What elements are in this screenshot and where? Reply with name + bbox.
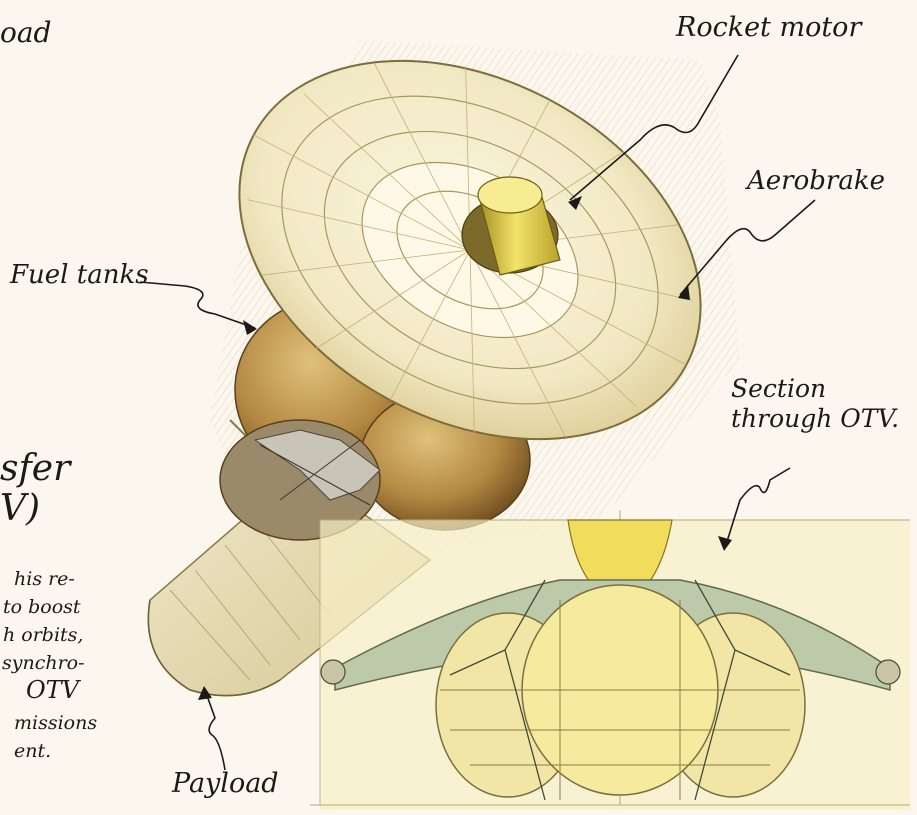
- cropped-heading-line2: V): [0, 490, 40, 528]
- fuel-tanks-label: Fuel tanks: [10, 262, 149, 289]
- section-label-line2: through OTV.: [731, 406, 899, 432]
- cropped-heading-line1: sfer: [0, 450, 70, 488]
- section-label-line1: Section: [731, 376, 826, 402]
- cropped-body-line: ent.: [14, 742, 51, 761]
- cropped-body-line: his re-: [14, 570, 75, 589]
- cropped-body-line: missions: [14, 714, 97, 733]
- aerobrake-label: Aerobrake: [747, 168, 885, 195]
- payload-leader: [205, 690, 225, 770]
- section-drawing: [310, 510, 910, 810]
- cropped-body-line: to boost: [3, 598, 81, 617]
- payload-top-label-fragment: oad: [0, 18, 51, 47]
- rocket-motor-label: Rocket motor: [676, 14, 861, 42]
- cropped-body-line: synchro-: [2, 654, 85, 673]
- cropped-body-line: OTV: [26, 678, 79, 702]
- payload-bottom-label: Payload: [172, 770, 279, 798]
- cropped-body-line: h orbits,: [3, 626, 83, 645]
